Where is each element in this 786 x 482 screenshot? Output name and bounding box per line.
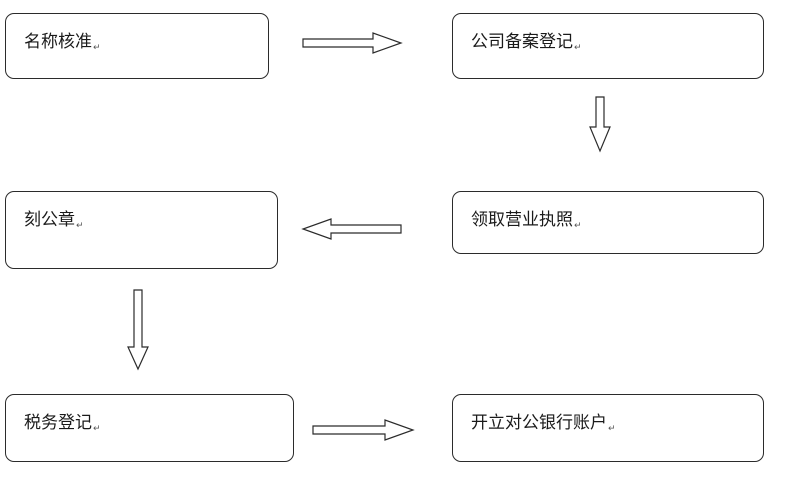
step-name-approval: 名称核准↵ [5,13,269,79]
paragraph-mark: ↵ [574,43,582,53]
paragraph-mark: ↵ [76,221,84,231]
step-bank-account: 开立对公银行账户↵ [452,394,764,462]
arrow-right-icon [302,32,403,54]
step-company-registration: 公司备案登记↵ [452,13,764,79]
paragraph-mark: ↵ [93,43,101,53]
step-business-license: 领取营业执照↵ [452,191,764,254]
paragraph-mark: ↵ [93,424,101,434]
arrow-left-icon [301,218,402,240]
arrow-down-icon [589,96,611,153]
step-label: 公司备案登记 [471,32,573,52]
step-company-seal: 刻公章↵ [5,191,278,269]
step-label: 领取营业执照 [471,210,573,230]
step-label: 开立对公银行账户 [471,413,607,433]
paragraph-mark: ↵ [608,424,616,434]
step-tax-registration: 税务登记↵ [5,394,294,462]
step-label: 刻公章 [24,210,75,230]
paragraph-mark: ↵ [574,221,582,231]
arrow-down-icon [127,289,149,371]
arrow-right-icon [312,419,415,441]
step-label: 税务登记 [24,413,92,433]
step-label: 名称核准 [24,32,92,52]
